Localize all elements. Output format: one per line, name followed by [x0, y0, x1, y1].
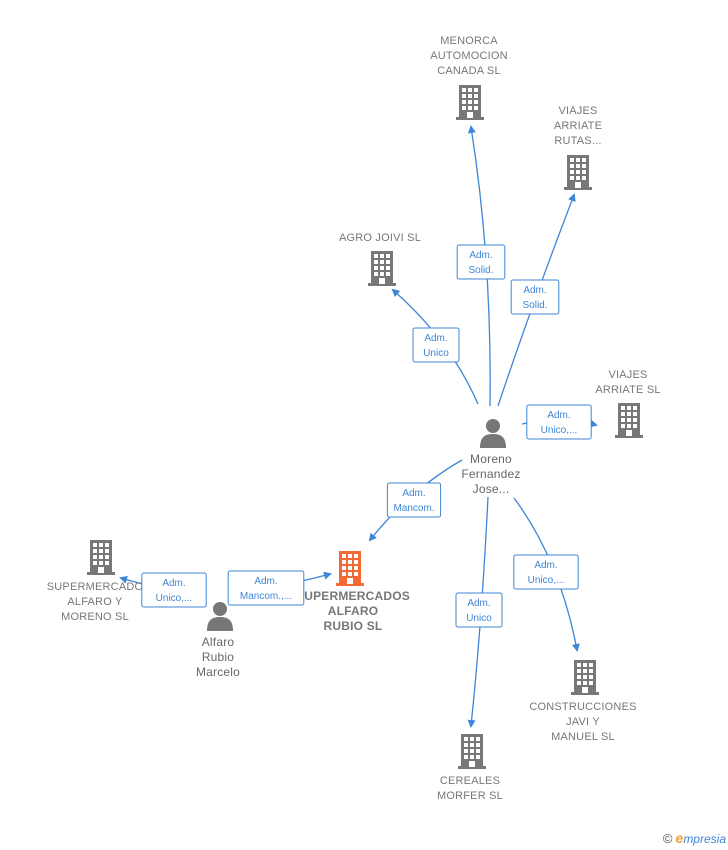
node-label-line: ARRIATE: [554, 120, 602, 132]
building-icon: [458, 734, 486, 769]
building-icon: [571, 660, 599, 695]
node-label-line: MENORCA: [440, 35, 498, 47]
copyright-symbol: ©: [662, 831, 673, 846]
tags-layer: Adm.Solid.Adm.Solid.Adm.UnicoAdm.Unico,.…: [141, 244, 592, 628]
role-tag-line: Adm.: [547, 410, 570, 421]
node-label-line: SUPERMERCADO: [47, 581, 144, 593]
edge-role-tag-moreno-to-viajes_sl[interactable]: Adm. Unico,...: [526, 404, 592, 440]
person-icon: [480, 419, 506, 448]
node-label-line: Marcelo: [196, 665, 240, 679]
role-tag-line: Mancom.: [393, 503, 434, 514]
node-super_moreno[interactable]: SUPERMERCADO ALFARO Y MORENO SL: [47, 540, 144, 623]
node-cereales[interactable]: CEREALES MORFER SL: [437, 734, 503, 802]
node-label-line: SUPERMERCADOS: [296, 589, 410, 603]
node-viajes_sl[interactable]: VIAJES ARRIATE SL: [595, 369, 660, 438]
role-tag-box: [455, 592, 503, 628]
role-tag-box: [513, 554, 579, 590]
person-icon: [207, 602, 233, 631]
edges-layer: [119, 125, 598, 728]
building-icon: [336, 551, 364, 586]
building-icon: [368, 251, 396, 286]
role-tag-line: Unico,...: [541, 425, 578, 436]
node-label-line: VIAJES: [608, 369, 647, 381]
role-tag-line: Adm.: [162, 578, 185, 589]
node-agro[interactable]: AGRO JOIVI SL: [339, 232, 421, 286]
edge-role-tag-moreno-to-agro[interactable]: Adm. Unico: [412, 327, 460, 363]
node-label-line: JAVI Y: [566, 716, 600, 728]
node-label-line: ARRIATE SL: [595, 384, 660, 396]
edge-role-tag-moreno-to-viajes_rutas[interactable]: Adm. Solid.: [510, 279, 560, 315]
node-label-line: VIAJES: [558, 105, 597, 117]
building-icon: [564, 155, 592, 190]
role-tag-line: Adm.: [254, 576, 277, 587]
building-icon: [615, 403, 643, 438]
edge-role-tag-moreno-to-construcciones[interactable]: Adm. Unico,...: [513, 554, 579, 590]
node-label-line: AUTOMOCION: [430, 50, 508, 62]
role-tag-line: Unico,...: [528, 575, 565, 586]
node-label-line: CANADA SL: [437, 65, 501, 77]
building-icon: [456, 85, 484, 120]
edge-role-tag-moreno-to-super_rubio[interactable]: Adm. Mancom.: [386, 482, 442, 518]
role-tag-line: Unico,...: [156, 593, 193, 604]
role-tag-box: [456, 244, 506, 280]
edge-role-tag-alfaro-to-super_moreno[interactable]: Adm. Unico,...: [141, 572, 207, 608]
role-tag-box: [412, 327, 460, 363]
role-tag-line: Mancom.,...: [240, 591, 292, 602]
brand-initial: e: [675, 830, 684, 846]
role-tag-line: Unico: [423, 348, 449, 359]
node-label-line: Fernandez: [461, 467, 520, 481]
node-label-line: Alfaro: [202, 635, 235, 649]
node-label-line: RUBIO SL: [324, 619, 383, 633]
node-menorca[interactable]: MENORCA AUTOMOCION CANADA SL: [430, 35, 508, 120]
role-tag-box: [141, 572, 207, 608]
edge-role-tag-moreno-to-menorca[interactable]: Adm. Solid.: [456, 244, 506, 280]
nodes-layer: MENORCA AUTOMOCION CANADA SL VIAJES ARRIATE R…: [47, 35, 661, 802]
role-tag-box: [386, 482, 442, 518]
node-construcciones[interactable]: CONSTRUCCIONES JAVI Y MANUEL SL: [529, 660, 636, 743]
brand-logo[interactable]: ©empresia: [663, 830, 726, 846]
role-tag-line: Adm.: [467, 598, 490, 609]
node-label-line: MORENO SL: [61, 611, 129, 623]
role-tag-line: Adm.: [523, 285, 546, 296]
node-viajes_rutas[interactable]: VIAJES ARRIATE RUTAS...: [554, 105, 602, 190]
role-tag-line: Unico: [466, 613, 492, 624]
brand-name: mpresia: [683, 832, 726, 846]
role-tag-line: Adm.: [424, 333, 447, 344]
node-label-line: ALFARO: [328, 604, 379, 618]
role-tag-line: Solid.: [468, 265, 493, 276]
node-label-line: CEREALES: [440, 775, 500, 787]
role-tag-box: [510, 279, 560, 315]
node-label-line: Moreno: [470, 452, 512, 466]
node-label-line: Jose...: [473, 482, 510, 496]
node-label-line: CONSTRUCCIONES: [529, 701, 636, 713]
role-tag-line: Adm.: [534, 560, 557, 571]
node-label-line: MORFER SL: [437, 790, 503, 802]
edge-role-tag-moreno-to-cereales[interactable]: Adm. Unico: [455, 592, 503, 628]
role-tag-line: Solid.: [522, 300, 547, 311]
node-moreno[interactable]: MorenoFernandezJose...: [461, 419, 520, 496]
edge-role-tag-alfaro-to-super_rubio[interactable]: Adm. Mancom.,...: [227, 570, 305, 606]
role-tag-line: Adm.: [469, 250, 492, 261]
node-label-line: MANUEL SL: [551, 731, 615, 743]
node-label-line: Rubio: [202, 650, 234, 664]
role-tag-box: [227, 570, 305, 606]
role-tag-box: [526, 404, 592, 440]
node-label-line: ALFARO Y: [67, 596, 123, 608]
role-tag-line: Adm.: [402, 488, 425, 499]
building-icon: [87, 540, 115, 575]
node-label-line: AGRO JOIVI SL: [339, 232, 421, 244]
node-label-line: RUTAS...: [554, 135, 601, 147]
